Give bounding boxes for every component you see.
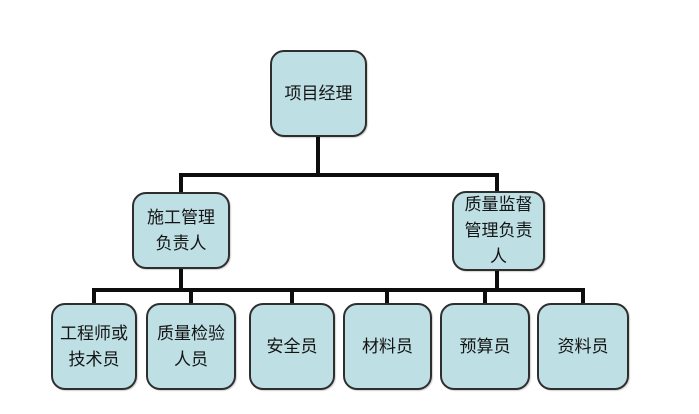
- connector-drop-document: [581, 288, 585, 304]
- connector-drop-budget: [483, 288, 487, 304]
- connector-quality-stem: [495, 270, 499, 292]
- node-quality-inspection-staff: 质量检验 人员: [146, 303, 236, 390]
- connector-level1-bar: [179, 173, 499, 177]
- node-project-manager: 项目经理: [270, 50, 367, 137]
- node-budget-officer: 预算员: [440, 303, 530, 390]
- node-material-officer: 材料员: [343, 303, 432, 390]
- node-document-officer: 资料员: [537, 303, 629, 390]
- connector-root-stem: [316, 136, 320, 177]
- connector-level2-bar: [92, 288, 585, 292]
- connector-level1-drop-right: [495, 173, 499, 192]
- connector-construction-stem: [179, 268, 183, 292]
- connector-drop-material: [385, 288, 389, 304]
- node-safety-officer: 安全员: [249, 303, 335, 390]
- node-quality-supervision-lead: 质量监督 管理负责 人: [452, 191, 545, 271]
- connector-drop-safety: [290, 288, 294, 304]
- node-construction-management-lead: 施工管理 负责人: [132, 192, 230, 269]
- connector-drop-quality-inspector: [189, 288, 193, 304]
- connector-drop-engineer: [92, 288, 96, 304]
- connector-level1-drop-left: [179, 173, 183, 193]
- node-engineer-or-technician: 工程师或 技术员: [51, 303, 137, 390]
